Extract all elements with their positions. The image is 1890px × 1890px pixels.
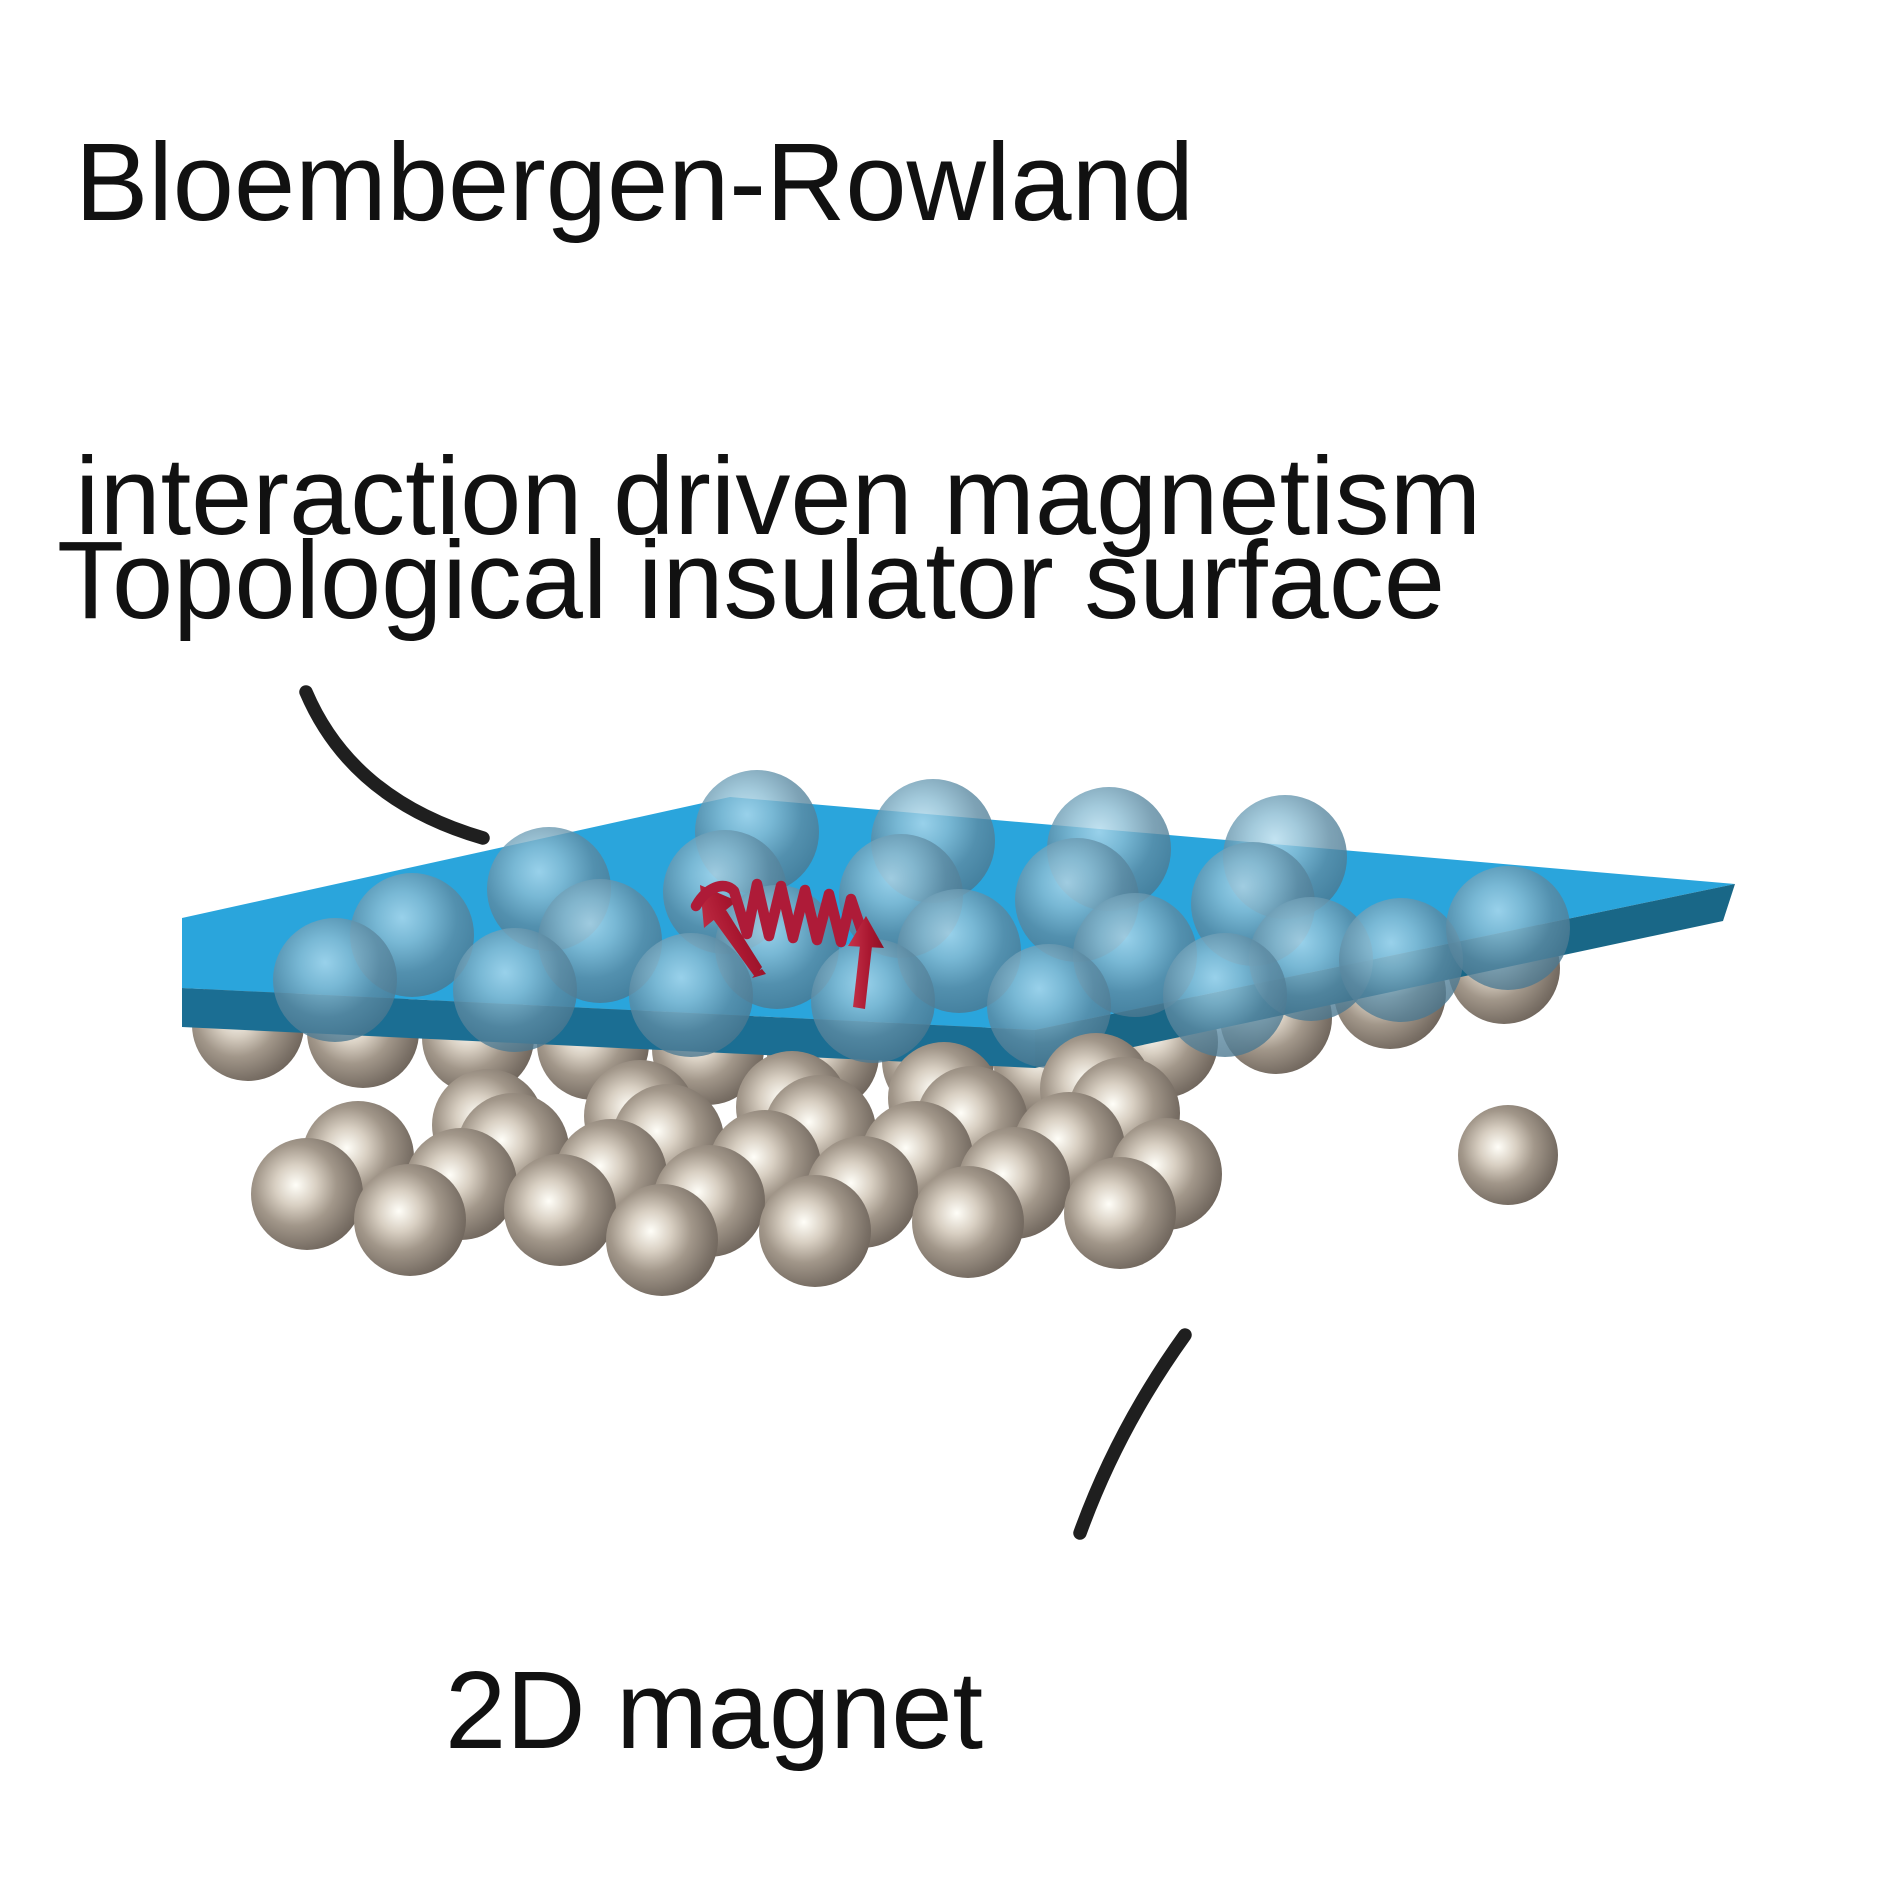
magnet-atom [606, 1184, 718, 1296]
magnet-atom [912, 1166, 1024, 1278]
ti-slab-front-left-face [182, 988, 1035, 1068]
magnet-atom [504, 1154, 616, 1266]
pointer-line-magnet [1073, 1328, 1192, 1540]
magnet-atom [1064, 1157, 1176, 1269]
ti-surface-atom [453, 928, 577, 1052]
spin-interaction-group [690, 878, 884, 1009]
magnet-atom [251, 1138, 363, 1250]
magnet-atom-layer [251, 1033, 1558, 1296]
ti-surface-atoms [273, 770, 1570, 1068]
ti-surface-atom [1163, 933, 1287, 1057]
ti-surface-atom [1339, 898, 1463, 1022]
upright-spin-arrow-icon [848, 916, 884, 1009]
title-line-1: Bloembergen-Rowland [75, 121, 1194, 244]
diagram-title: Bloembergen-Rowland interaction driven m… [75, 104, 1481, 575]
magnet-atom [759, 1175, 871, 1287]
magnet-atom [354, 1164, 466, 1276]
pointer-line-ti [299, 685, 490, 845]
ti-surface-atom [1446, 866, 1570, 990]
ti-surface-atom [629, 933, 753, 1057]
topological-insulator-label: Topological insulator surface [57, 519, 1445, 642]
title-line-2: interaction driven magnetism [75, 435, 1482, 558]
ti-surface-atom [811, 939, 935, 1063]
wavy-exchange-interaction-icon [690, 878, 870, 948]
2d-magnet-label: 2D magnet [445, 1649, 984, 1772]
magnet-atom-isolated [1458, 1105, 1558, 1205]
ti-surface-atom [273, 918, 397, 1042]
